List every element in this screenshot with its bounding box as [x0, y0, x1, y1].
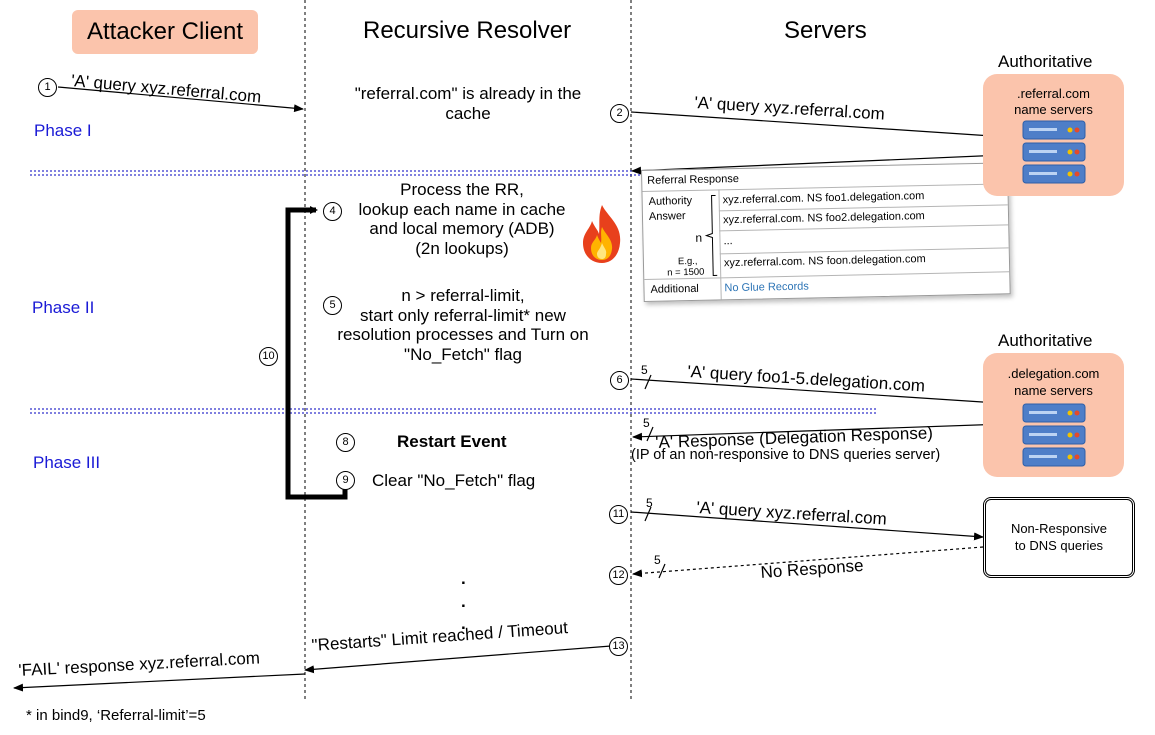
referral-response-card: Referral Response Authority Answer n E.g…	[641, 162, 1011, 302]
no-glue-records-value: No Glue Records	[724, 280, 809, 295]
step-11-marker: 11	[609, 505, 628, 524]
phase-3-label: Phase III	[33, 453, 101, 472]
delegation-ns-name: .delegation.com	[1007, 366, 1100, 381]
server-icon	[1022, 120, 1086, 184]
process-line-1: Process the RR,	[400, 180, 524, 199]
count-label-m11: 5	[646, 496, 653, 510]
referral-ns-subtitle: name servers	[1014, 102, 1093, 117]
attacker-client-header: Attacker Client	[72, 10, 258, 54]
records-brace-icon	[704, 194, 718, 277]
record-divider-3	[719, 247, 1009, 255]
cache-note: "referral.com" is already in the cache	[320, 84, 616, 123]
authoritative-referral-label: Authoritative	[998, 52, 1093, 71]
eg-label: E.g.,	[677, 255, 698, 268]
process-line-4: (2n lookups)	[415, 238, 509, 258]
process-line-3: and local memory (ADB)	[369, 219, 555, 239]
step-5-marker: 5	[323, 296, 342, 315]
slash-m12	[658, 563, 666, 579]
limit-line-4: "No_Fetch" flag	[404, 344, 522, 364]
footnote: * in bind9, ‘Referral-limit’=5	[26, 707, 206, 724]
ns-record-ellipsis: ...	[723, 235, 733, 248]
step-2-marker: 2	[610, 104, 629, 123]
answer-section-label: Answer	[648, 210, 686, 223]
ns-record-1: xyz.referral.com. NS foo1.delegation.com	[722, 190, 925, 207]
resolver-header: Recursive Resolver	[363, 17, 572, 44]
step-8-marker: 8	[336, 433, 355, 452]
process-rr-note: Process the RR, lookup each name in cach…	[332, 180, 592, 258]
ns-record-2: xyz.referral.com. NS foo2.delegation.com	[722, 210, 925, 227]
arrow-m6	[630, 378, 1014, 408]
eg-n-value: n = 1500	[667, 266, 705, 279]
phase-1-label: Phase I	[34, 121, 92, 140]
clear-flag-label: Clear "No_Fetch" flag	[372, 471, 536, 490]
authority-section-label: Authority	[648, 194, 693, 208]
ellipsis-dot-1: .	[461, 569, 466, 588]
non-responsive-server-box: Non-Responsive to DNS queries	[983, 497, 1135, 578]
arrow-m13	[304, 645, 612, 674]
arrow-m11	[630, 511, 984, 541]
step-6-marker: 6	[610, 371, 629, 390]
additional-section-label: Additional	[650, 282, 699, 296]
arrow-m1	[57, 86, 304, 113]
count-label-m6: 5	[641, 363, 648, 377]
count-label-m12: 5	[654, 553, 661, 567]
server-icon	[1022, 403, 1086, 467]
cache-note-line-1: "referral.com" is already in the	[354, 84, 582, 103]
ellipsis-dot-3: .	[461, 614, 466, 633]
card-divider-vertical	[718, 189, 722, 300]
ns-record-n: xyz.referral.com. NS foon.delegation.com	[723, 253, 926, 270]
message-7-sublabel: (IP of an non-responsive to DNS queries …	[631, 447, 941, 463]
referral-ns-name: .referral.com	[1017, 86, 1090, 101]
step-9-marker: 9	[336, 471, 355, 490]
referral-response-title: Referral Response	[647, 172, 740, 187]
slash-m6	[644, 374, 652, 390]
count-label-m7: 5	[643, 416, 650, 430]
step-12-marker: 12	[609, 566, 628, 585]
servers-header: Servers	[784, 17, 867, 44]
authoritative-delegation-label: Authoritative	[998, 331, 1093, 350]
non-responsive-line-2: to DNS queries	[1014, 537, 1104, 553]
limit-line-1: n > referral-limit,	[401, 286, 525, 305]
fire-icon	[583, 205, 621, 263]
delegation-ns-subtitle: name servers	[1014, 383, 1093, 398]
process-line-2: lookup each name in cache	[358, 199, 566, 219]
referral-limit-note: n > referral-limit, start only referral-…	[315, 286, 611, 364]
phase-2-label: Phase II	[32, 298, 95, 317]
ellipsis-dot-2: .	[461, 592, 466, 611]
arrow-fail	[13, 673, 306, 692]
phase-divider-2	[30, 408, 878, 414]
arrow-m7	[632, 423, 1006, 441]
step-1-marker: 1	[38, 78, 57, 97]
n-label: n	[695, 230, 703, 245]
step-10-marker: 10	[259, 347, 278, 366]
restart-event-label: Restart Event	[397, 432, 507, 451]
slash-m11	[644, 506, 652, 522]
slash-m7	[646, 426, 654, 442]
non-responsive-line-1: Non-Responsive	[1010, 520, 1108, 536]
arrow-m2	[630, 111, 1008, 141]
step-4-marker: 4	[323, 202, 342, 221]
step-13-marker: 13	[609, 637, 628, 656]
cache-note-line-2: cache	[445, 103, 491, 123]
arrow-m12	[632, 546, 984, 578]
limit-line-2: start only referral-limit* new	[360, 305, 566, 325]
limit-line-3: resolution processes and Turn on	[337, 325, 589, 345]
loop-arrow-restart	[285, 206, 348, 500]
